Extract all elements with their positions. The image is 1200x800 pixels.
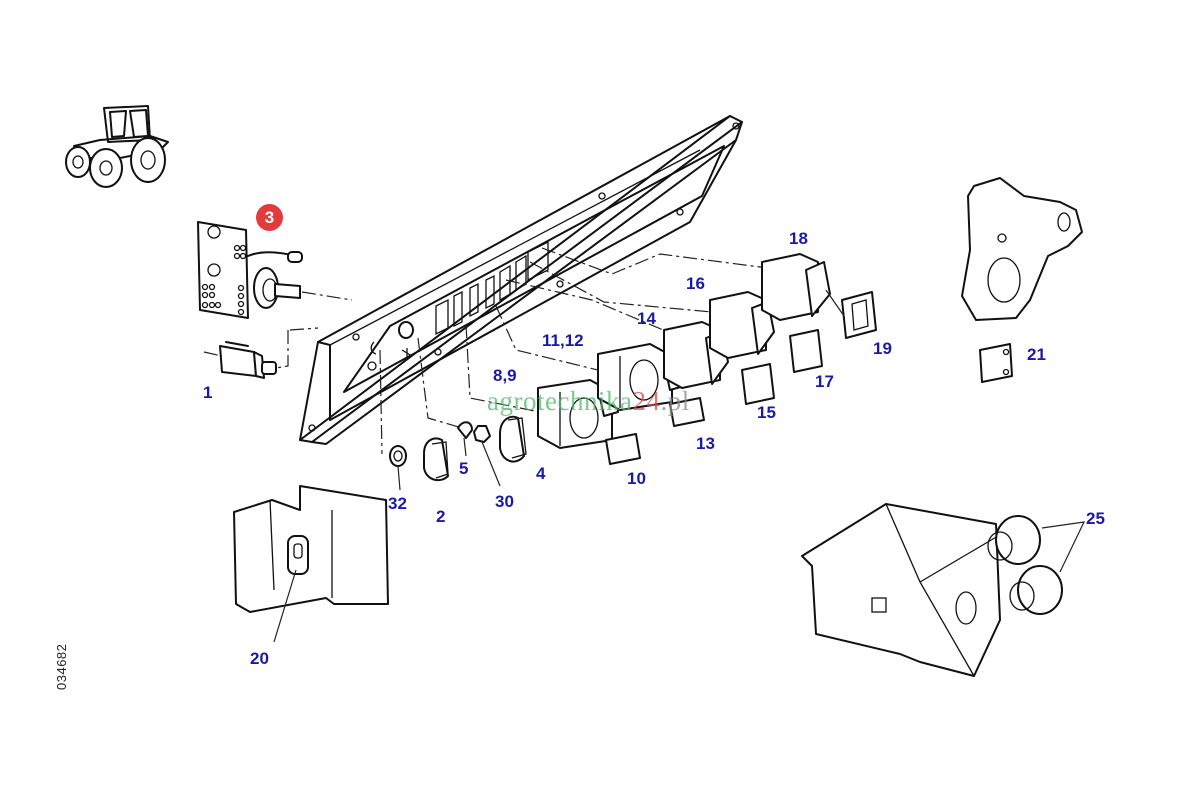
rocker-switches xyxy=(663,253,877,405)
toggle-switch-part-1 xyxy=(203,327,319,379)
callout-13: 13 xyxy=(696,434,715,453)
callout-1: 1 xyxy=(203,383,213,402)
sensor-housing xyxy=(801,503,1086,677)
potentiometer-part-3 xyxy=(197,221,353,319)
callout-2: 2 xyxy=(436,507,446,526)
knobs-and-washers xyxy=(389,415,527,491)
callout-19: 19 xyxy=(873,339,892,358)
callout-20: 20 xyxy=(250,649,269,668)
mounting-bracket xyxy=(961,177,1083,383)
callout-10: 10 xyxy=(627,469,646,488)
callout-5: 5 xyxy=(459,459,469,478)
callout-15: 15 xyxy=(757,403,776,422)
callout-badge-3: 3 xyxy=(256,204,283,231)
callout-30: 30 xyxy=(495,492,514,511)
rotary-switches xyxy=(537,343,705,465)
switch-cover xyxy=(233,485,389,643)
callout-32: 32 xyxy=(388,494,407,513)
callout-8-9: 8,9 xyxy=(493,366,517,385)
callout-11-12: 11,12 xyxy=(542,331,584,350)
callout-21: 21 xyxy=(1027,345,1046,364)
callout-17: 17 xyxy=(815,372,834,391)
drawing-number: 034682 xyxy=(54,643,69,690)
callout-18: 18 xyxy=(789,229,808,248)
callout-4: 4 xyxy=(536,464,546,483)
connector-lines xyxy=(379,247,769,455)
callout-25: 25 xyxy=(1086,509,1105,528)
watermark-main: agrotechnika xyxy=(487,386,633,416)
callout-14: 14 xyxy=(637,309,656,328)
dashboard-panel xyxy=(299,115,743,445)
watermark-number: 24 xyxy=(632,386,661,416)
tractor-icon xyxy=(65,105,169,188)
watermark-suffix: .pl xyxy=(660,386,690,416)
watermark: agrotechnika24.pl xyxy=(487,386,690,417)
callout-16: 16 xyxy=(686,274,705,293)
